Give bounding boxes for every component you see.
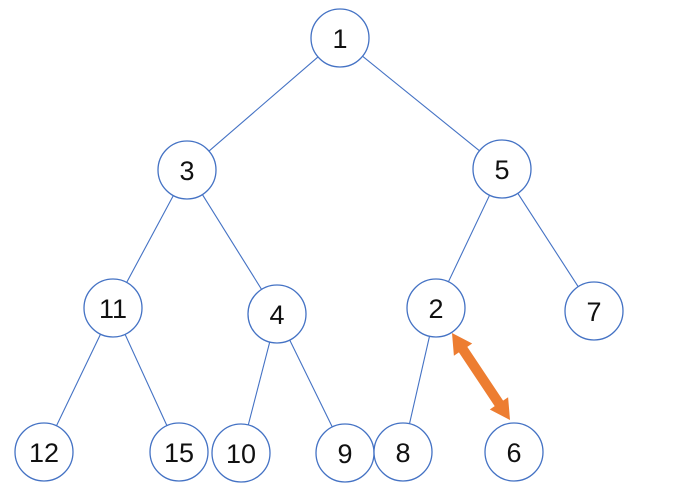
tree-node-4: 4	[247, 284, 307, 344]
tree-edge-5-7	[517, 193, 579, 287]
node-circle	[406, 278, 466, 338]
node-circle	[310, 8, 370, 68]
tree-edge-3-11	[126, 195, 174, 283]
tree-edge-1-5	[362, 55, 480, 152]
node-label: 12	[29, 438, 59, 468]
tree-edge-11-15	[124, 334, 168, 426]
tree-edge-3-4	[201, 194, 263, 290]
node-label: 2	[428, 294, 443, 324]
node-circle	[247, 284, 307, 344]
node-label: 10	[226, 439, 256, 469]
node-label: 3	[179, 156, 194, 186]
swap-arrow-2-6	[452, 333, 510, 420]
tree-node-5: 5	[472, 139, 532, 199]
node-label: 9	[337, 439, 352, 469]
tree-node-11: 11	[83, 278, 143, 338]
node-circle	[484, 422, 544, 482]
node-label: 4	[269, 300, 284, 330]
tree-edge-2-8	[408, 336, 431, 424]
node-circle	[157, 140, 217, 200]
node-circle	[14, 422, 74, 482]
node-label: 6	[506, 438, 521, 468]
node-label: 1	[332, 24, 347, 54]
node-circle	[83, 278, 143, 338]
tree-node-3: 3	[157, 140, 217, 200]
tree-node-15: 15	[149, 422, 209, 482]
tree-node-2: 2	[406, 278, 466, 338]
tree-node-10: 10	[211, 423, 271, 483]
node-label: 15	[164, 438, 194, 468]
node-circle	[472, 139, 532, 199]
tree-edge-5-2	[447, 194, 491, 283]
node-circle	[211, 423, 271, 483]
node-circle	[149, 422, 209, 482]
node-label: 7	[586, 297, 601, 327]
tree-node-6: 6	[484, 422, 544, 482]
node-circle	[373, 422, 433, 482]
node-label: 11	[99, 294, 127, 324]
tree-edge-4-9	[289, 339, 333, 428]
tree-edge-4-10	[247, 341, 271, 426]
tree-node-1: 1	[310, 8, 370, 68]
tree-node-12: 12	[14, 422, 74, 482]
node-label: 5	[494, 155, 509, 185]
tree-edge-11-12	[56, 333, 101, 427]
node-circle	[564, 281, 624, 341]
tree-node-9: 9	[315, 423, 375, 483]
tree-node-7: 7	[564, 281, 624, 341]
tree-node-8: 8	[373, 422, 433, 482]
node-label: 8	[395, 438, 410, 468]
tree-edge-1-3	[208, 56, 319, 152]
